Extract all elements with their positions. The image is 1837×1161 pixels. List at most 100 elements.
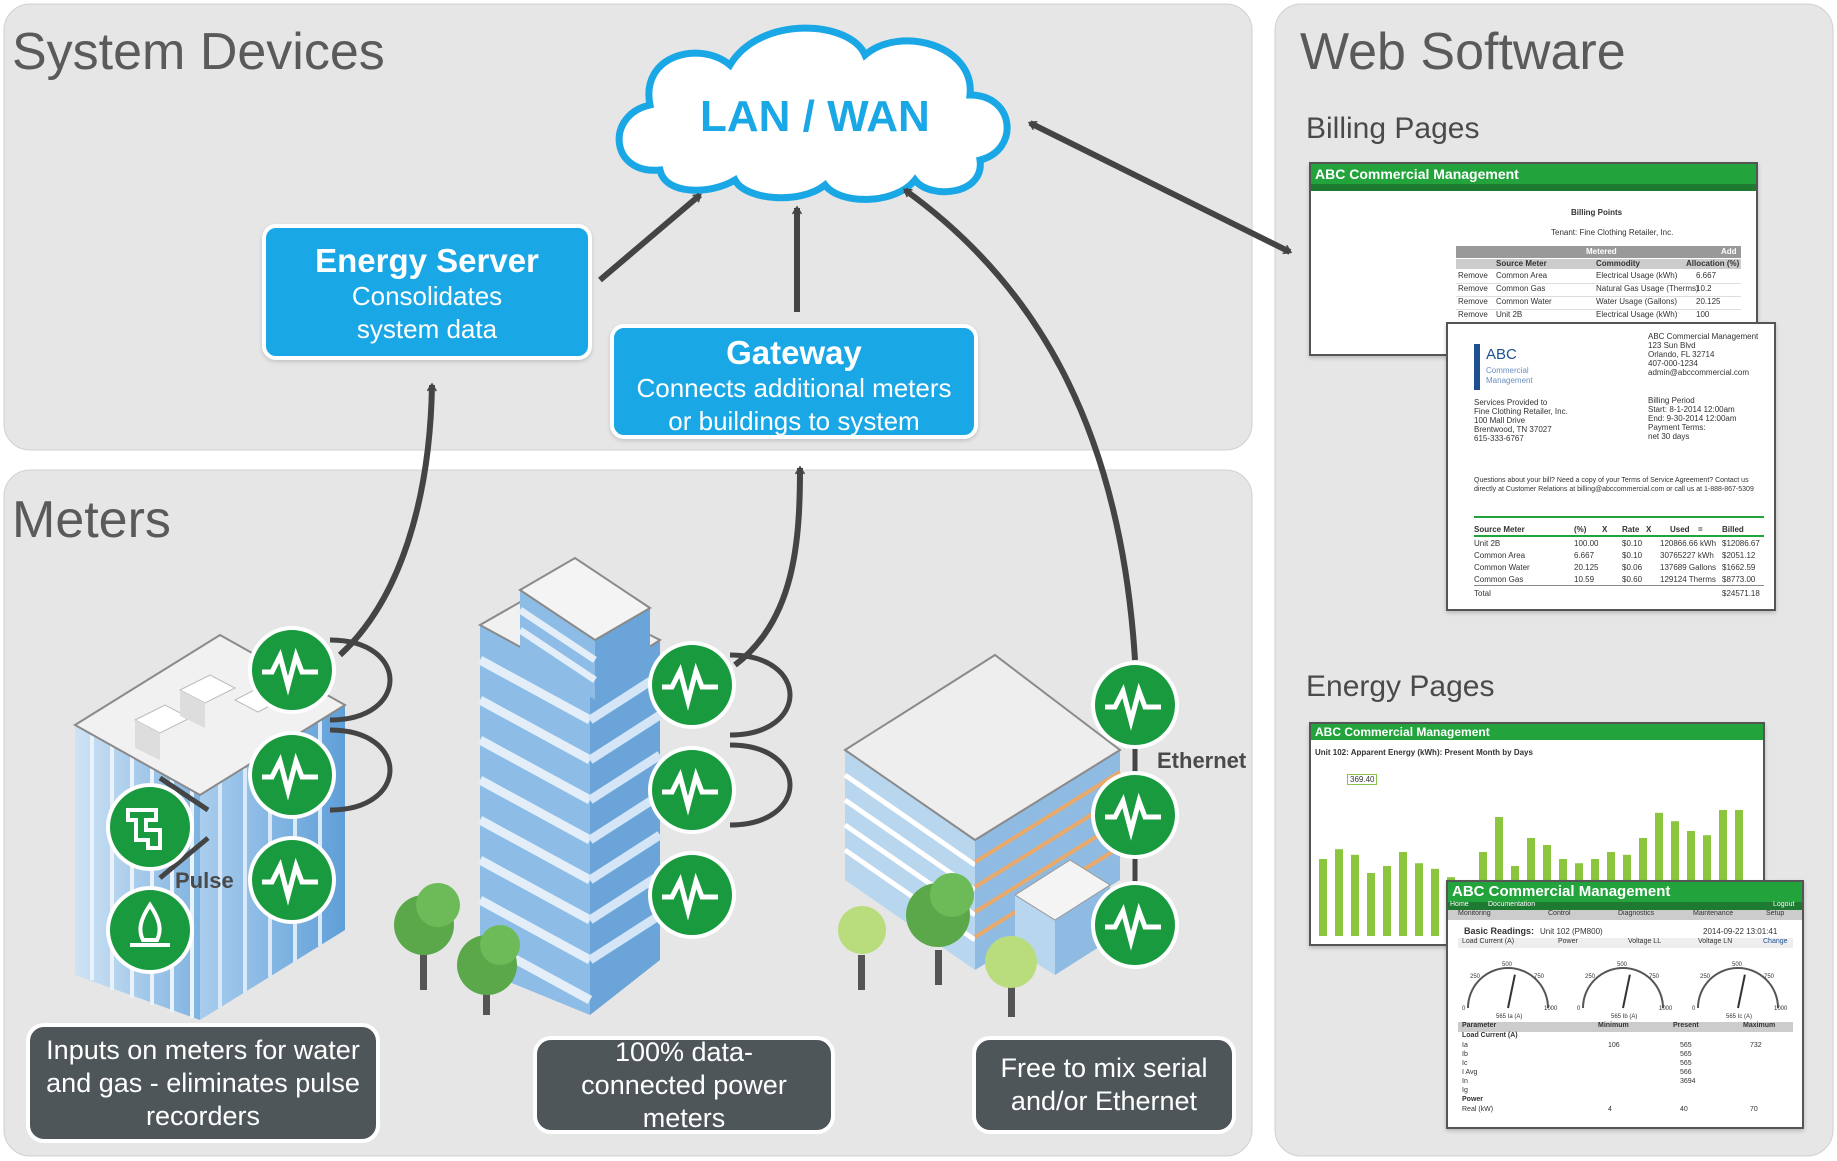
billing-tenant: Tenant: Fine Clothing Retailer, Inc.: [1551, 228, 1674, 237]
th: Source Meter: [1474, 525, 1525, 534]
cell: Electrical Usage (kWh): [1596, 271, 1678, 280]
address-line: 407-000-1234: [1648, 359, 1698, 368]
option-load-current[interactable]: Load Current (A): [1462, 938, 1515, 945]
gauge-label: 750: [1649, 974, 1660, 980]
cell: 20.125: [1696, 297, 1721, 306]
remove-button[interactable]: Remove: [1458, 271, 1488, 280]
energy-chart-title: Unit 102: Apparent Energy (kWh): Present…: [1315, 748, 1533, 757]
cell: $0.60: [1622, 575, 1643, 584]
gauge-label: 565 Ia (A): [1496, 1014, 1522, 1020]
remove-button[interactable]: Remove: [1458, 310, 1488, 319]
tab-maintenance[interactable]: Maintenance: [1693, 910, 1734, 917]
cell: 129124 Therms: [1660, 575, 1716, 584]
cell: Common Water: [1496, 297, 1552, 306]
group-power: Power: [1462, 1096, 1484, 1103]
total-row: Total $24571.18: [1474, 586, 1764, 598]
bar: [1383, 866, 1391, 936]
remove-button[interactable]: Remove: [1458, 297, 1488, 306]
inputs-caption: Inputs on meters for water and gas - eli…: [26, 1023, 380, 1143]
bar: [1671, 821, 1679, 936]
table-row: Common Gas 10.59 $0.60 129124 Therms $87…: [1474, 573, 1764, 586]
total-label: Total: [1474, 589, 1491, 598]
period-line: net 30 days: [1648, 432, 1690, 441]
meters-to-gateway-arrow: [733, 468, 800, 668]
cell: $2051.12: [1722, 551, 1756, 560]
cell: $0.10: [1622, 551, 1643, 560]
services-line: 615-333-6767: [1474, 434, 1524, 443]
power-meter-icon: [1091, 661, 1179, 749]
invoice-table: Source Meter (%) X Rate X Used = Billed …: [1474, 525, 1764, 598]
table-row: Remove Common Water Water Usage (Gallons…: [1456, 297, 1741, 310]
period-line: End: 9-30-2014 12:00am: [1648, 414, 1737, 423]
col-commodity: Commodity: [1596, 259, 1640, 268]
cell: 106: [1608, 1042, 1620, 1049]
gauge-arc: [1467, 967, 1549, 1009]
nav-documentation[interactable]: Documentation: [1488, 901, 1536, 908]
gauge-needle: [1622, 974, 1631, 1009]
server-to-cloud-arrow: [598, 192, 702, 283]
bar: [1655, 812, 1663, 936]
meter-loops: [158, 637, 1138, 885]
services-title: Services Provided to: [1474, 398, 1548, 407]
unit-name: Unit 102 (PM800): [1540, 927, 1603, 936]
gauge-label: 250: [1470, 974, 1481, 980]
cell: Ic: [1462, 1060, 1468, 1067]
nav-home[interactable]: Home: [1450, 901, 1469, 908]
gauge-label: 750: [1534, 974, 1545, 980]
group-load-current: Load Current (A): [1462, 1032, 1518, 1039]
gauge-label: 250: [1700, 974, 1711, 980]
tab-control[interactable]: Control: [1548, 910, 1571, 917]
tab-monitoring[interactable]: Monitoring: [1458, 910, 1491, 917]
metered-label: Metered: [1586, 247, 1617, 256]
lan-wan-label: LAN / WAN: [700, 92, 930, 141]
energy-server-box: Energy Server Consolidates system data: [262, 224, 592, 360]
power-meter-icon: [1091, 881, 1179, 969]
power-meter-icon: [248, 836, 336, 924]
option-power[interactable]: Power: [1558, 938, 1578, 945]
mix-caption: Free to mix serial and/or Ethernet: [972, 1036, 1236, 1134]
cell: 6.667: [1574, 551, 1595, 560]
readings-tabs: Monitoring Control Diagnostics Maintenan…: [1448, 910, 1802, 920]
cell: Ia: [1462, 1042, 1468, 1049]
table-row: Common Area 6.667 $0.10 30765227 kWh $20…: [1474, 549, 1764, 561]
tab-setup[interactable]: Setup: [1766, 910, 1785, 917]
remove-button[interactable]: Remove: [1458, 284, 1488, 293]
logout-link[interactable]: Logout: [1773, 901, 1795, 908]
cell: 3694: [1680, 1078, 1696, 1085]
power-meter-icon: [1091, 771, 1179, 859]
gauge-arc: [1697, 967, 1779, 1009]
abc-logo: ABC Commercial Management: [1474, 344, 1544, 390]
gauge-label: 500: [1732, 962, 1743, 968]
invoice-table-head: Source Meter (%) X Rate X Used = Billed: [1474, 525, 1764, 537]
arrows: [337, 120, 1290, 668]
readings-header: ABC Commercial Management: [1448, 882, 1802, 902]
invoice-questions: Questions about your bill? Need a copy o…: [1474, 477, 1754, 493]
gauge-label: 1000: [1659, 1006, 1673, 1012]
period-line: Payment Terms:: [1648, 423, 1706, 432]
add-button[interactable]: Add: [1721, 247, 1737, 256]
option-voltage-ln[interactable]: Voltage LN: [1698, 938, 1733, 945]
cell: $8773.00: [1722, 575, 1756, 584]
option-voltage-ll[interactable]: Voltage LL: [1628, 938, 1662, 945]
power-meter-icon: [648, 851, 736, 939]
data-connected-caption: 100% data-connected power meters: [533, 1036, 835, 1134]
bar: [1735, 810, 1743, 936]
cell: 4: [1608, 1106, 1612, 1113]
gauge-label: 500: [1617, 962, 1628, 968]
basic-readings-screen: ABC Commercial Management Home Documenta…: [1446, 880, 1804, 1129]
th: (%): [1574, 525, 1587, 534]
reading-options: Load Current (A) Power Voltage LL Voltag…: [1458, 938, 1793, 948]
tab-diagnostics[interactable]: Diagnostics: [1618, 910, 1655, 917]
cell: Water Usage (Gallons): [1596, 297, 1678, 306]
cell: Common Water: [1474, 563, 1530, 572]
metered-bar: Metered Add: [1456, 246, 1741, 258]
gauge-needle: [1737, 974, 1746, 1009]
gas-flame-icon: [106, 886, 194, 974]
bar: [1367, 873, 1375, 936]
invoice-document: ABC Commercial Management ABC Commercial…: [1446, 322, 1776, 611]
change-link[interactable]: Change: [1763, 938, 1788, 945]
